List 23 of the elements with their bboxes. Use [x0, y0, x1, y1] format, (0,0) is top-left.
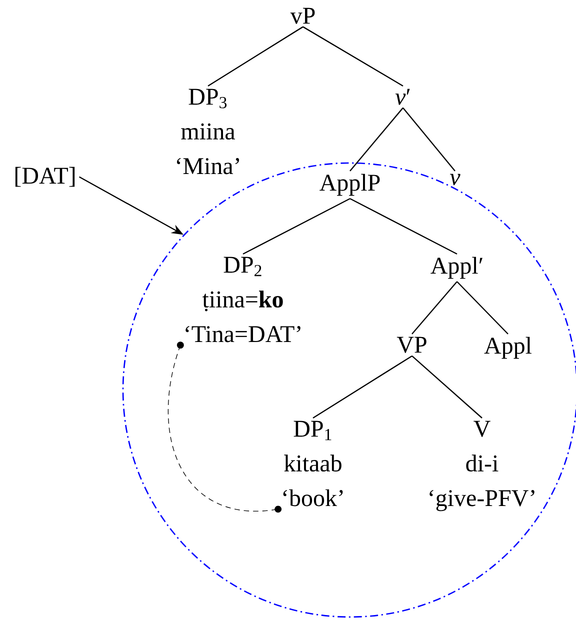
tree-node-label: DP$_{1}$ kitaab ‘book’: [283, 420, 343, 506]
tree-node-label: DP$_{3}$ miina ‘Mina’: [176, 88, 240, 174]
tree-node-label: [DAT]: [15, 166, 75, 187]
tree-branch: [302, 26, 404, 87]
tree-node-label: Appl′: [430, 256, 482, 279]
tree-branch: [402, 107, 456, 172]
tree-branch: [350, 107, 404, 172]
tree-branch: [312, 355, 412, 419]
tree-node-label: ApplP: [320, 174, 380, 196]
movement-line: [168, 342, 282, 513]
tree-branch: [208, 26, 304, 87]
tree-branch: [412, 356, 482, 418]
tree-node-label: vP: [290, 8, 315, 24]
tree-branch: [350, 198, 458, 255]
tree-node-label: v′: [395, 88, 410, 105]
tree-node-label: Appl: [484, 336, 532, 359]
tree-node-label: V di-i ‘give-PFV’: [430, 420, 534, 512]
tree-node-label: DP$_{2}$ ṭiina=ko ‘Tina=DAT’: [186, 256, 300, 342]
tree-node-label: v: [450, 174, 460, 186]
tree-branch: [456, 281, 508, 334]
tree-branch: [242, 198, 350, 255]
tree-branch: [412, 281, 458, 334]
tree-node-label: VP: [396, 336, 426, 353]
